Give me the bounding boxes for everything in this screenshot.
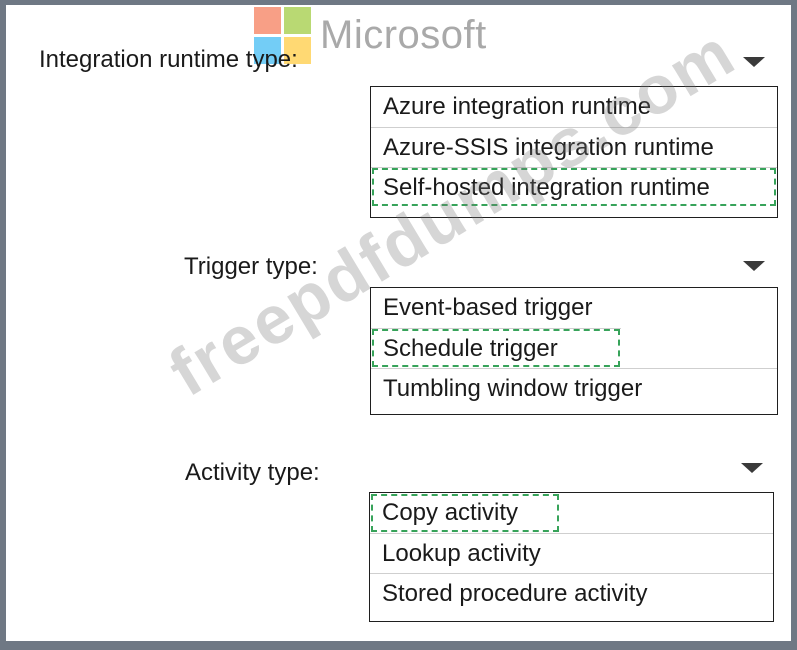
dropdown-option-selected[interactable]: Self-hosted integration runtime <box>371 167 777 207</box>
activity-type-label: Activity type: <box>185 459 320 486</box>
dropdown-option-selected[interactable]: Copy activity <box>370 493 560 533</box>
dropdown-option[interactable]: Stored procedure activity <box>370 573 773 613</box>
microsoft-wordmark: Microsoft <box>320 13 487 57</box>
dropdown-option[interactable]: Event-based trigger <box>383 294 593 321</box>
dropdown-option[interactable]: Azure integration runtime <box>383 93 652 120</box>
trigger-type-dropdown[interactable]: Event-based trigger Schedule trigger Tum… <box>370 287 778 415</box>
chevron-down-icon[interactable] <box>743 261 765 271</box>
integration-runtime-type-label: Integration runtime type: <box>39 46 298 73</box>
question-panel: Microsoft Integration runtime type: Azur… <box>6 5 791 641</box>
dropdown-option[interactable]: Azure-SSIS integration runtime <box>371 127 777 167</box>
chevron-down-icon[interactable] <box>743 57 765 67</box>
microsoft-logo-icon <box>254 7 324 69</box>
integration-runtime-type-dropdown[interactable]: Azure integration runtime Azure-SSIS int… <box>370 86 778 218</box>
chevron-down-icon[interactable] <box>741 463 763 473</box>
dropdown-option[interactable]: Lookup activity <box>370 533 773 573</box>
activity-type-dropdown[interactable]: Copy activity Lookup activity Stored pro… <box>369 492 774 622</box>
trigger-type-label: Trigger type: <box>184 253 318 280</box>
dropdown-option-selected[interactable]: Schedule trigger <box>371 328 621 368</box>
dropdown-option[interactable]: Tumbling window trigger <box>371 368 777 408</box>
